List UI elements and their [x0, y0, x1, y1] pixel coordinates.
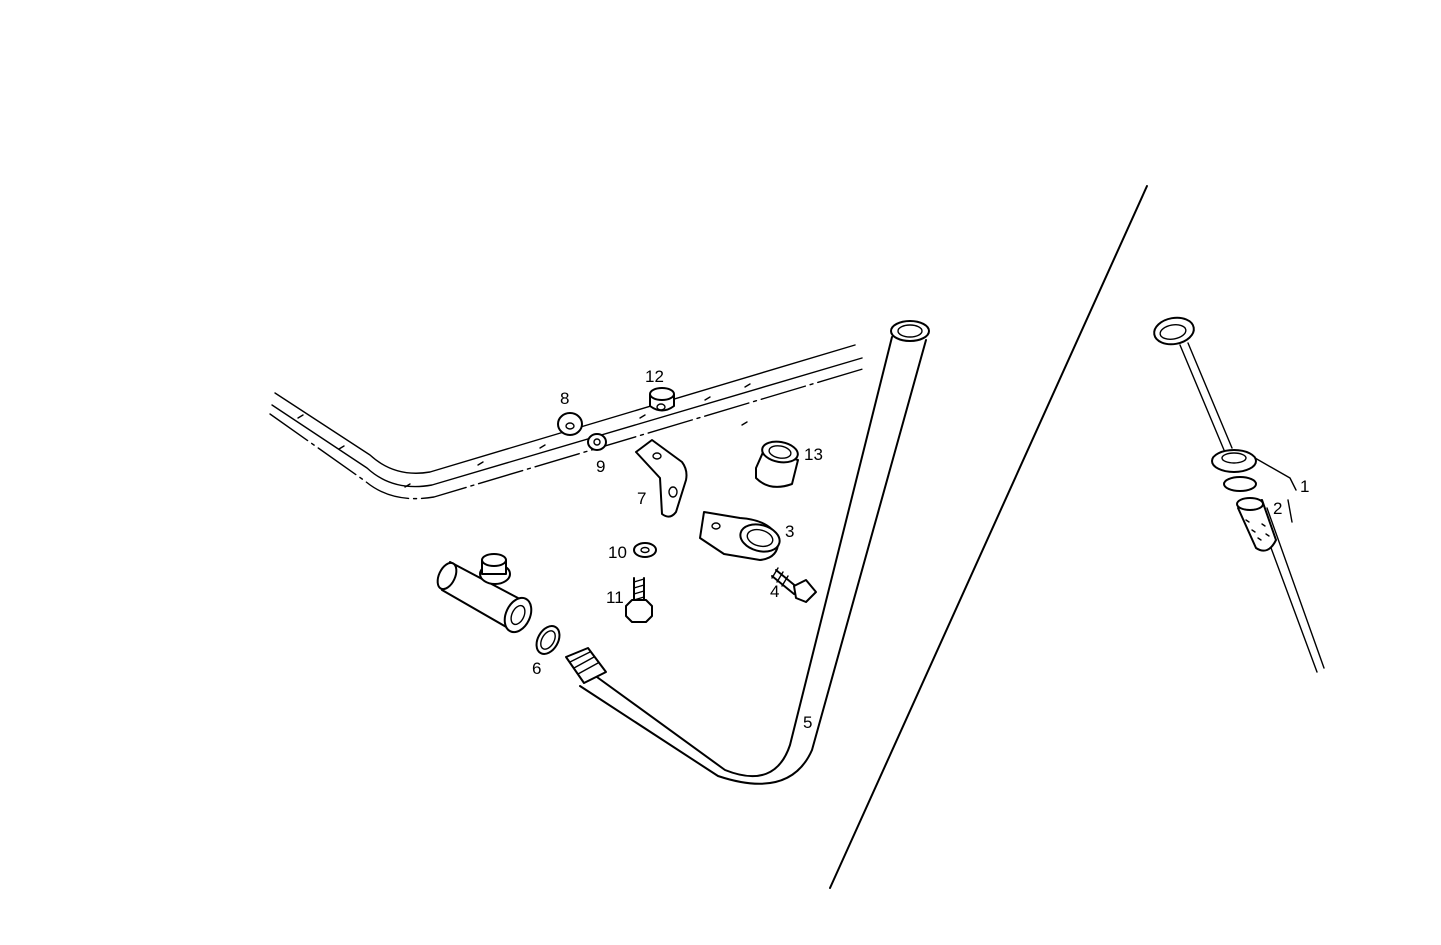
section-divider-line	[829, 185, 1148, 889]
clamp-part-3	[699, 511, 781, 561]
washer-part-10	[633, 542, 657, 558]
dipstick-tube-part	[565, 320, 930, 785]
connector-housing-part	[436, 553, 533, 634]
bolt-part-4	[771, 567, 817, 603]
nut-part-8	[557, 412, 583, 436]
dipstick-assembly	[1153, 316, 1325, 673]
washer-part-9	[587, 433, 607, 451]
sealing-ring-part	[535, 625, 561, 655]
callout-13: 13	[804, 445, 823, 464]
callout-9: 9	[596, 457, 605, 476]
callout-5: 5	[803, 713, 812, 732]
callout-2: 2	[1273, 499, 1282, 518]
screw-part-11	[625, 577, 653, 623]
oil-sump-flange	[269, 344, 867, 500]
callout-3: 3	[785, 522, 794, 541]
callout-1: 1	[1300, 477, 1309, 496]
bracket-part-7	[635, 439, 688, 518]
grommet-part-13	[755, 440, 799, 488]
callout-12: 12	[645, 367, 664, 386]
callout-4: 4	[770, 582, 779, 601]
callout-8: 8	[560, 389, 569, 408]
callout-6: 6	[532, 659, 541, 678]
callout-labels: 1 2 3 4 5 6 7 8 9 10 11 12 13	[532, 367, 1309, 732]
spacer-part-12	[649, 387, 675, 412]
callout-11: 11	[606, 588, 624, 607]
callout-10: 10	[608, 543, 627, 562]
callout-7: 7	[637, 489, 646, 508]
